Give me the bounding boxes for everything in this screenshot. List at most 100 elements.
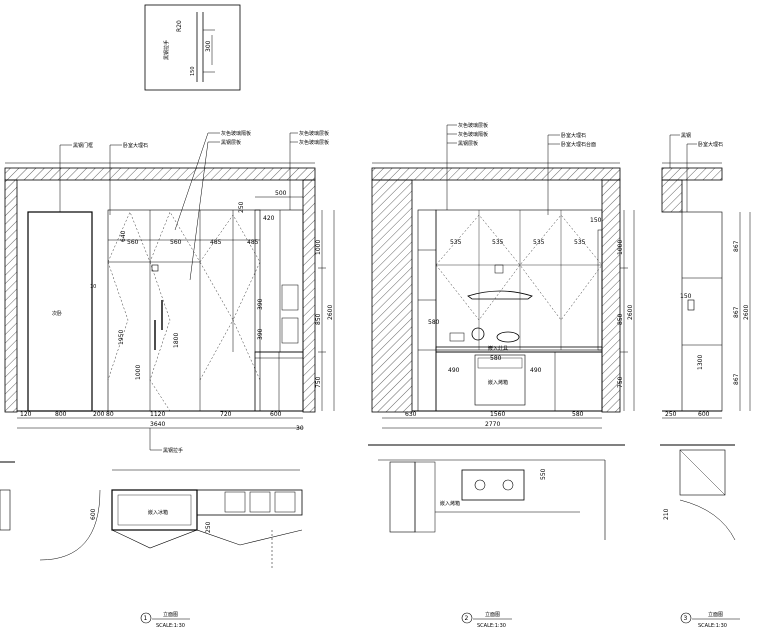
title-3-name: 立面图 — [708, 611, 723, 618]
e1-dim-bottom-2: 200 — [93, 411, 105, 418]
e2-label-cook: 嵌入灶具 — [488, 345, 508, 352]
e3-note-1: 卧室大理石 — [698, 141, 723, 148]
e2-note-3: 卧室大理石 — [561, 132, 586, 139]
detail-dim-r: R20 — [176, 20, 183, 32]
e1-note-0: 黑钢门框 — [73, 142, 93, 149]
e2-dim-bottom-0: 630 — [405, 411, 417, 418]
plan-views: 嵌入冰箱 600 250 550 嵌入烤箱 210 — [0, 444, 736, 570]
e1-dim-bottom-7: 30 — [296, 425, 304, 432]
detail-dim-len: 300 — [205, 40, 212, 52]
oven — [474, 354, 526, 406]
e2-note-0: 灰色玻璃层板 — [458, 122, 488, 129]
e2-dim-top-3: 535 — [574, 239, 586, 246]
title-2-name: 立面图 — [485, 611, 500, 618]
e1-note-5: 灰色玻璃层板 — [299, 139, 329, 146]
e1-dim-top-3: 485 — [247, 239, 259, 246]
e1-dim-right-3: 2600 — [327, 305, 334, 320]
e3-dim-right-2: 867 — [733, 373, 740, 385]
door-label: 次卧 — [52, 310, 62, 317]
e1-note-1: 卧室大理石 — [123, 142, 148, 149]
e3-dim-right-1: 867 — [733, 306, 740, 318]
title-1: 1 立面图 SCALE:1:30 — [140, 611, 190, 629]
title-1-scale: SCALE:1:30 — [156, 623, 185, 629]
e1-dim-inner-2: 1000 — [135, 365, 142, 380]
e2-dim-inner-1: 580 — [490, 355, 502, 362]
e1-dim-bottom-6: 600 — [270, 411, 282, 418]
e1-dim-top-4: 500 — [275, 190, 287, 197]
e1-dim-top-7: 640 — [120, 230, 127, 242]
e1-dim-top-1: 560 — [170, 239, 182, 246]
plan-dim1: 600 — [90, 508, 97, 520]
e3-dim-inner-0: 150 — [680, 293, 692, 300]
detail-label: 黑钢拉手 — [163, 40, 170, 60]
plan-dim4: 210 — [663, 508, 670, 520]
ceiling-slab — [4, 167, 316, 181]
e1-dim-bottom-1: 800 — [55, 411, 67, 418]
e1-dim-inner-4: 390 — [257, 328, 264, 340]
kitchen-base-cabinet — [435, 351, 603, 412]
title-3-num: 3 — [684, 615, 688, 622]
detail-dim-small: 150 — [190, 66, 196, 76]
e1-bottom-note: 黑钢拉手 — [163, 447, 183, 454]
e1-dim-right-1: 850 — [315, 313, 322, 325]
elevation-2: 嵌入烤箱 嵌入灶具 灰色玻璃层板 灰色玻璃隔板 黑钢层板 卧室大理石 卧室大理石… — [371, 122, 635, 429]
e1-dim-inner-3: 390 — [257, 298, 264, 310]
e3-dim-right-0: 867 — [733, 240, 740, 252]
e2-note-2: 黑钢层板 — [458, 140, 478, 147]
e1-dim-right-2: 750 — [315, 376, 322, 388]
e2-dim-right-2: 750 — [617, 376, 624, 388]
title-1-name: 立面图 — [163, 611, 178, 618]
e2-dim-bottom-1: 1560 — [490, 411, 505, 418]
plan-dim2: 250 — [205, 521, 212, 533]
range-hood — [467, 290, 533, 300]
e3-note-0: 黑钢 — [681, 132, 691, 139]
title-3-scale: SCALE:1:30 — [698, 623, 727, 629]
e1-dim-inner-0: 1950 — [118, 330, 125, 345]
title-2: 2 立面图 SCALE:1:30 — [461, 611, 512, 629]
e3-dim-inner-1: 1300 — [697, 355, 704, 370]
e1-dim-top-2: 485 — [210, 239, 222, 246]
left-wall — [4, 179, 18, 413]
e2-dim-inner-0: 580 — [428, 319, 440, 326]
e1-dim-bottom-3: 80 — [106, 411, 114, 418]
e2-dim-top-0: 535 — [450, 239, 462, 246]
e2-dim-top-2: 535 — [533, 239, 545, 246]
e2-dim-inner-3: 490 — [530, 367, 542, 374]
plan-label2: 嵌入烤箱 — [440, 500, 460, 507]
e1-note-3: 黑钢层板 — [221, 139, 241, 146]
e2-dim-top-1: 535 — [492, 239, 504, 246]
e2-dim-bottom-2: 580 — [572, 411, 584, 418]
e1-dim-top-6: 420 — [263, 215, 275, 222]
e1-dim-total: 3640 — [150, 421, 165, 428]
e2-dim-right-0: 1000 — [617, 240, 624, 255]
e1-dim-bottom-0: 120 — [20, 411, 32, 418]
e1-dim-bottom-4: 1120 — [150, 411, 165, 418]
title-2-scale: SCALE:1:30 — [477, 623, 506, 629]
elevation-1: 次卧 10 黑钢门框 卧室大理石 — [4, 130, 335, 454]
cooktop — [461, 469, 525, 501]
plan-dim3: 550 — [540, 468, 547, 480]
right-wall — [302, 179, 316, 413]
e1-dim-top-5: 250 — [238, 201, 245, 213]
e3-dim-bottom-0: 250 — [665, 411, 677, 418]
handle-detail: 黑钢拉手 R20 300 150 — [144, 4, 241, 91]
e1-note-4: 灰色玻璃层板 — [299, 130, 329, 137]
title-2-num: 2 — [465, 615, 469, 622]
e2-note-4: 卧室大理石台面 — [561, 141, 596, 148]
e2-dim-right-1: 850 — [617, 313, 624, 325]
e3-dim-bottom-1: 600 — [698, 411, 710, 418]
e3-dim-right-3: 2600 — [743, 305, 750, 320]
e2-dim-inner-4: 150 — [590, 217, 602, 224]
small-label: 10 — [90, 284, 96, 290]
e2-label-oven: 嵌入烤箱 — [488, 379, 508, 386]
e1-dim-right-0: 1000 — [315, 240, 322, 255]
title-1-num: 1 — [144, 615, 148, 622]
plan-label1: 嵌入冰箱 — [148, 509, 168, 516]
e1-dim-inner-1: 1800 — [173, 333, 180, 348]
e1-dim-bottom-5: 720 — [220, 411, 232, 418]
e2-dim-total: 2770 — [485, 421, 500, 428]
e2-note-1: 灰色玻璃隔板 — [458, 131, 488, 138]
title-3: 3 立面图 SCALE:1:30 — [680, 611, 740, 629]
elevation-3: 黑钢 卧室大理石 867 867 867 2600 150 1300 250 6… — [661, 132, 751, 419]
